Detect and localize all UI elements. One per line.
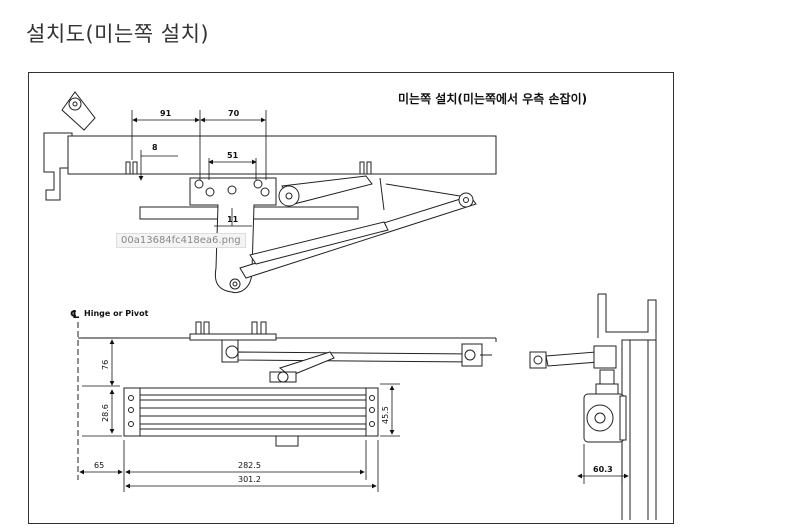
hinge-symbol: ℄ <box>70 308 80 321</box>
hinge-label: Hinge or Pivot <box>84 309 149 318</box>
bottom-dimensions <box>79 337 400 492</box>
top-dimensions <box>131 110 267 227</box>
page-title: 설치도(미는쪽 설치) <box>26 22 210 46</box>
dim-11: 11 <box>227 215 239 224</box>
closer-body-bottom <box>123 387 379 437</box>
dim-282-5: 282.5 <box>238 461 261 470</box>
bottom-view <box>77 321 497 480</box>
side-dimensions <box>577 444 629 484</box>
dim-76: 76 <box>101 360 110 370</box>
dim-51: 51 <box>227 151 239 160</box>
dim-65: 65 <box>94 461 104 470</box>
dim-60-3: 60.3 <box>593 465 613 474</box>
dim-28-6: 28.6 <box>101 404 110 422</box>
dim-8: 8 <box>152 143 158 152</box>
top-view <box>43 91 497 294</box>
dim-91: 91 <box>160 109 172 118</box>
hinge-bracket-top <box>61 91 96 131</box>
dim-70: 70 <box>228 109 240 118</box>
side-view <box>529 293 657 520</box>
dim-301-2: 301.2 <box>238 475 261 484</box>
dim-45-5: 45.5 <box>381 406 390 424</box>
diagram-frame <box>28 72 674 524</box>
image-filename-tooltip: 00a13684fc418ea6.png <box>116 233 246 248</box>
diagram-caption: 미는쪽 설치(미는쪽에서 우측 손잡이) <box>398 91 587 106</box>
